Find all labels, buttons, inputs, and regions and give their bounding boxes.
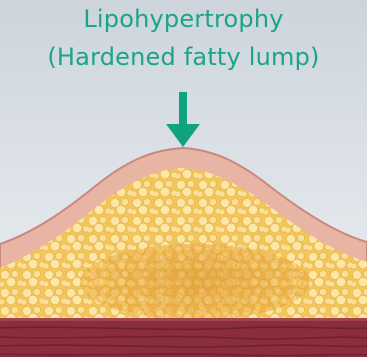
condition-label: Lipohypertrophy bbox=[0, 4, 367, 34]
condition-description: (Hardened fatty lump) bbox=[0, 42, 367, 72]
hardened-lump bbox=[90, 240, 310, 320]
muscle-layer bbox=[0, 318, 367, 359]
